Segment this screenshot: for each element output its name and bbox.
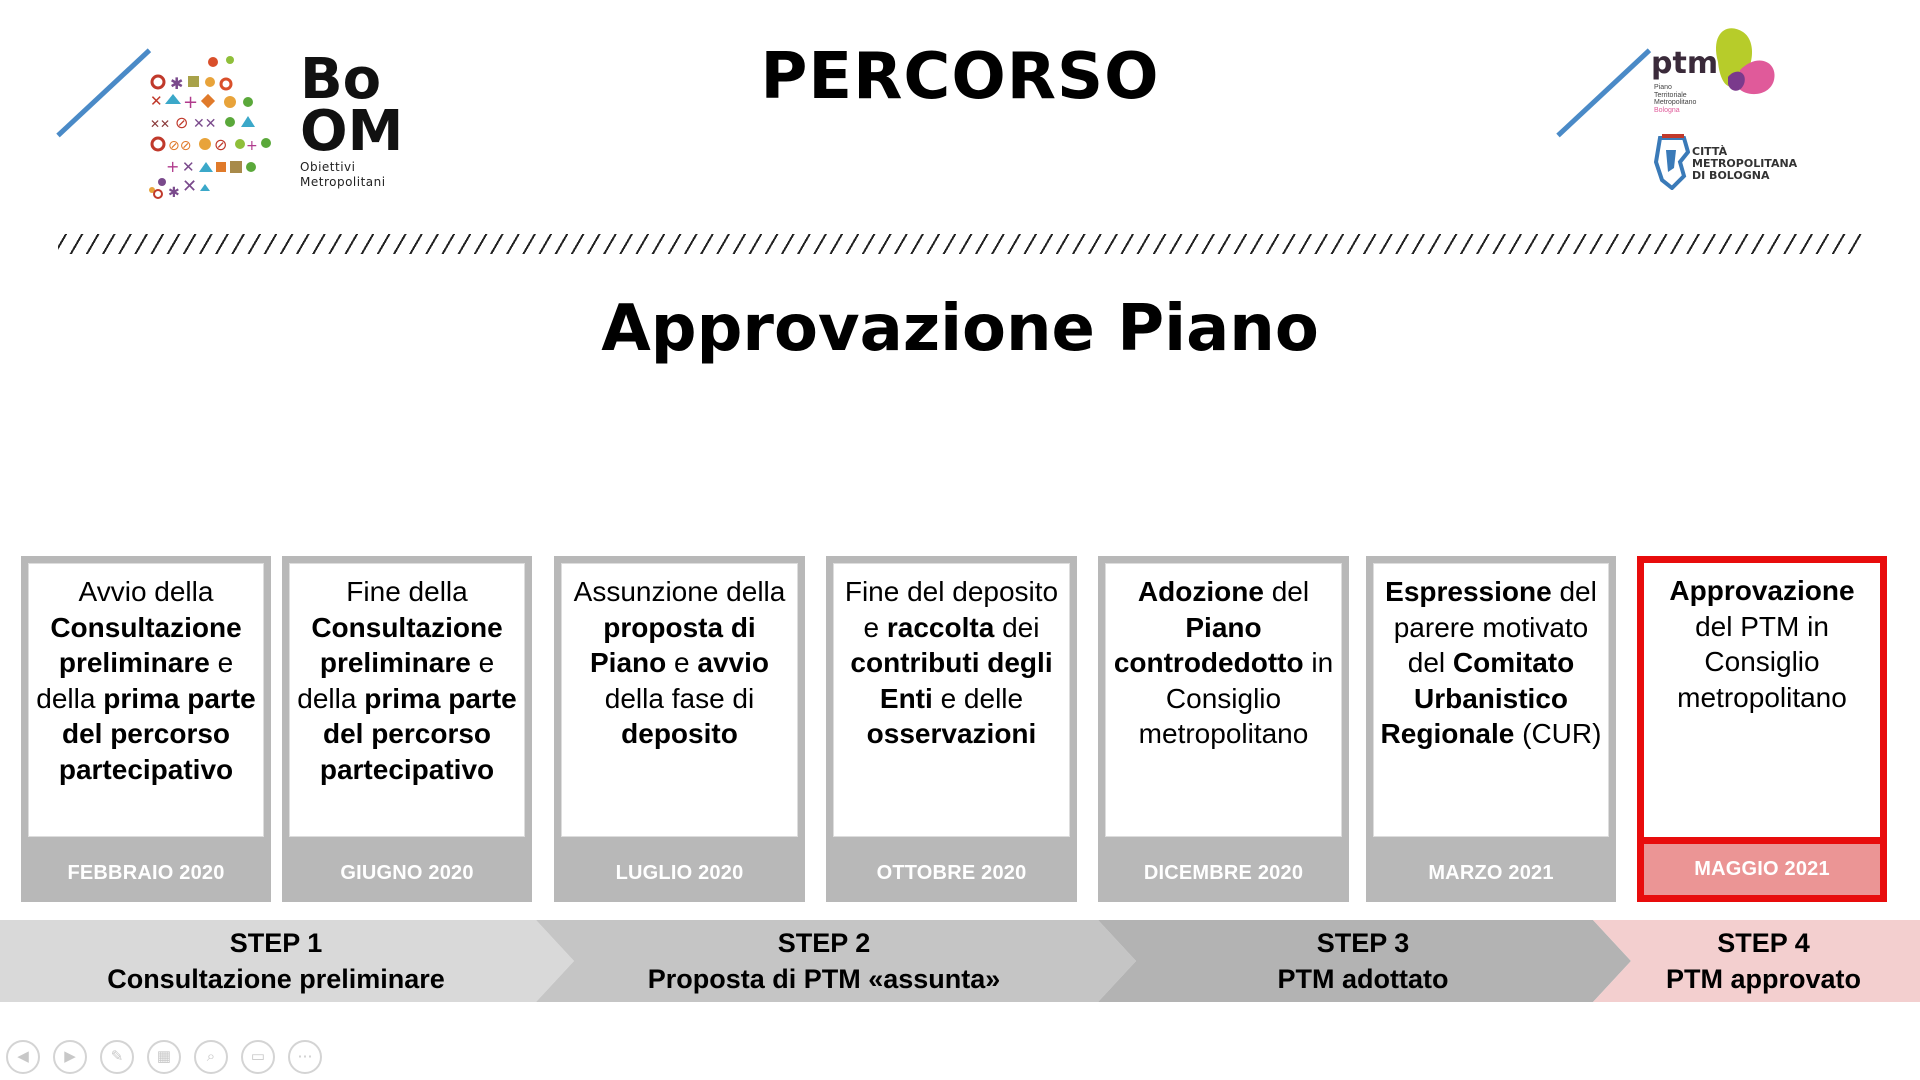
card-body: Fine della Consultazione preliminare e d…	[289, 563, 525, 837]
step-1-arrow	[0, 920, 574, 1002]
boom-wordmark-line1: Bo	[300, 47, 382, 112]
svg-text:+: +	[246, 138, 258, 154]
previous-icon[interactable]: ◀	[6, 1040, 40, 1074]
card-description: Assunzione della proposta di Piano e avv…	[573, 576, 786, 749]
more-icon[interactable]: ⋯	[288, 1040, 322, 1074]
svg-text:+: +	[183, 92, 198, 113]
step-1-title: STEP 1	[229, 928, 323, 958]
page-title: PERCORSO	[760, 40, 1160, 114]
svg-text:⊘: ⊘	[214, 135, 227, 154]
boom-tagline-1: Obiettivi	[300, 160, 356, 174]
card-date: OTTOBRE 2020	[876, 862, 1027, 884]
step-4-desc: PTM approvato	[1665, 964, 1861, 994]
boom-logo: ✱ ✕ + ✕✕ ⊘ ✕✕ ⊘⊘ ⊘ + + ✕ ✱ ✕ Bo O	[148, 47, 408, 199]
card-description: Fine della Consultazione preliminare e d…	[297, 576, 517, 785]
card-body: Avvio della Consultazione preliminare e …	[28, 563, 264, 837]
step-3-title: STEP 3	[1316, 928, 1410, 958]
steps-arrow-band	[0, 920, 1920, 1002]
ptm-tagline: Piano Territoriale Metropolitano Bologna	[1654, 84, 1696, 114]
card-body: Espressione del parere motivato del Comi…	[1373, 563, 1609, 837]
city-name: CITTÀ METROPOLITANA DI BOLOGNA	[1692, 146, 1797, 182]
ptm-tagline-2: Territoriale	[1654, 91, 1687, 99]
svg-text:⊘: ⊘	[175, 113, 188, 132]
timeline-card-7-current: Approvazione del PTM in Consiglio metrop…	[1637, 556, 1887, 902]
city-name-2: METROPOLITANA	[1692, 157, 1798, 170]
card-body: Fine del deposito e raccolta dei contrib…	[833, 563, 1070, 837]
timeline-card-2: Fine della Consultazione preliminare e d…	[282, 556, 532, 902]
svg-text:✕✕: ✕✕	[150, 117, 170, 131]
step-3-arrow	[1098, 920, 1631, 1002]
step-4-label: STEP 4 PTM approvato	[1631, 920, 1896, 1002]
zoom-icon[interactable]: ⌕	[194, 1040, 228, 1074]
card-date: DICEMBRE 2020	[1143, 862, 1304, 884]
city-emblem-icon	[1654, 134, 1690, 190]
ptm-tagline-1: Piano	[1654, 84, 1672, 91]
card-description: Fine del deposito e raccolta dei contrib…	[844, 576, 1059, 749]
step-3-desc: PTM adottato	[1277, 964, 1449, 994]
svg-text:✕: ✕	[150, 92, 163, 110]
ptm-tagline-4: Bologna	[1654, 106, 1680, 114]
step-4-arrow	[1593, 920, 1920, 1002]
svg-text:✕: ✕	[182, 176, 197, 197]
step-2-desc: Proposta di PTM «assunta»	[647, 964, 1001, 994]
ptm-wordmark: ptm	[1651, 46, 1719, 81]
svg-text:✕: ✕	[182, 158, 195, 176]
step-2-label: STEP 2 Proposta di PTM «assunta»	[574, 920, 1074, 1002]
slides-grid-icon[interactable]: ▦	[147, 1040, 181, 1074]
ptm-logo-block: ptm Piano Territoriale Metropolitano Bol…	[1648, 22, 1798, 197]
svg-text:✕✕: ✕✕	[193, 116, 216, 132]
boom-wordmark: Bo OM Obiettivi Metropolitani	[300, 47, 404, 190]
step-3-label: STEP 3 PTM adottato	[1136, 920, 1590, 1002]
svg-text:⊘⊘: ⊘⊘	[168, 138, 191, 154]
step-2-title: STEP 2	[777, 928, 871, 958]
card-description: Espressione del parere motivato del Comi…	[1380, 576, 1602, 749]
subtitle-icon[interactable]: ▭	[241, 1040, 275, 1074]
ptm-tagline-3: Metropolitano	[1654, 99, 1697, 106]
card-description: Avvio della Consultazione preliminare e …	[36, 576, 256, 785]
step-2-arrow	[536, 920, 1136, 1002]
timeline-card-6: Espressione del parere motivato del Comi…	[1366, 556, 1616, 902]
card-date: LUGLIO 2020	[615, 862, 744, 884]
timeline-card-5: Adozione del Piano controdedotto in Cons…	[1098, 556, 1349, 902]
step-4-title: STEP 4	[1717, 928, 1810, 958]
hatched-divider	[58, 234, 1864, 254]
card-date: GIUGNO 2020	[340, 862, 474, 884]
pen-icon[interactable]: ✎	[100, 1040, 134, 1074]
boom-wordmark-line2: OM	[300, 99, 404, 164]
ptm-logo-graphic	[1716, 28, 1775, 95]
step-1-label: STEP 1 Consultazione preliminare	[0, 920, 552, 1002]
section-title: Approvazione Piano	[601, 292, 1319, 366]
svg-text:+: +	[166, 157, 179, 176]
city-name-3: DI BOLOGNA	[1692, 169, 1770, 182]
next-icon[interactable]: ▶	[53, 1040, 87, 1074]
svg-text:✱: ✱	[168, 185, 180, 199]
timeline-card-3: Assunzione della proposta di Piano e avv…	[554, 556, 805, 902]
card-date: MARZO 2021	[1428, 862, 1554, 884]
boom-tagline-2: Metropolitani	[300, 175, 386, 189]
step-1-desc: Consultazione preliminare	[107, 964, 445, 994]
card-description: Approvazione del PTM in Consiglio metrop…	[1669, 575, 1855, 713]
card-body: Assunzione della proposta di Piano e avv…	[561, 563, 798, 837]
card-description: Adozione del Piano controdedotto in Cons…	[1113, 576, 1334, 749]
timeline-card-4: Fine del deposito e raccolta dei contrib…	[826, 556, 1077, 902]
card-date: FEBBRAIO 2020	[67, 862, 225, 884]
card-body: Approvazione del PTM in Consiglio metrop…	[1644, 563, 1880, 837]
timeline-card-1: Avvio della Consultazione preliminare e …	[21, 556, 271, 902]
card-body: Adozione del Piano controdedotto in Cons…	[1105, 563, 1342, 837]
city-name-1: CITTÀ	[1692, 145, 1728, 158]
svg-text:✱: ✱	[170, 74, 183, 93]
card-date: MAGGIO 2021	[1644, 844, 1880, 895]
boom-symbols-graphic: ✱ ✕ + ✕✕ ⊘ ✕✕ ⊘⊘ ⊘ + + ✕ ✱ ✕	[149, 56, 271, 199]
